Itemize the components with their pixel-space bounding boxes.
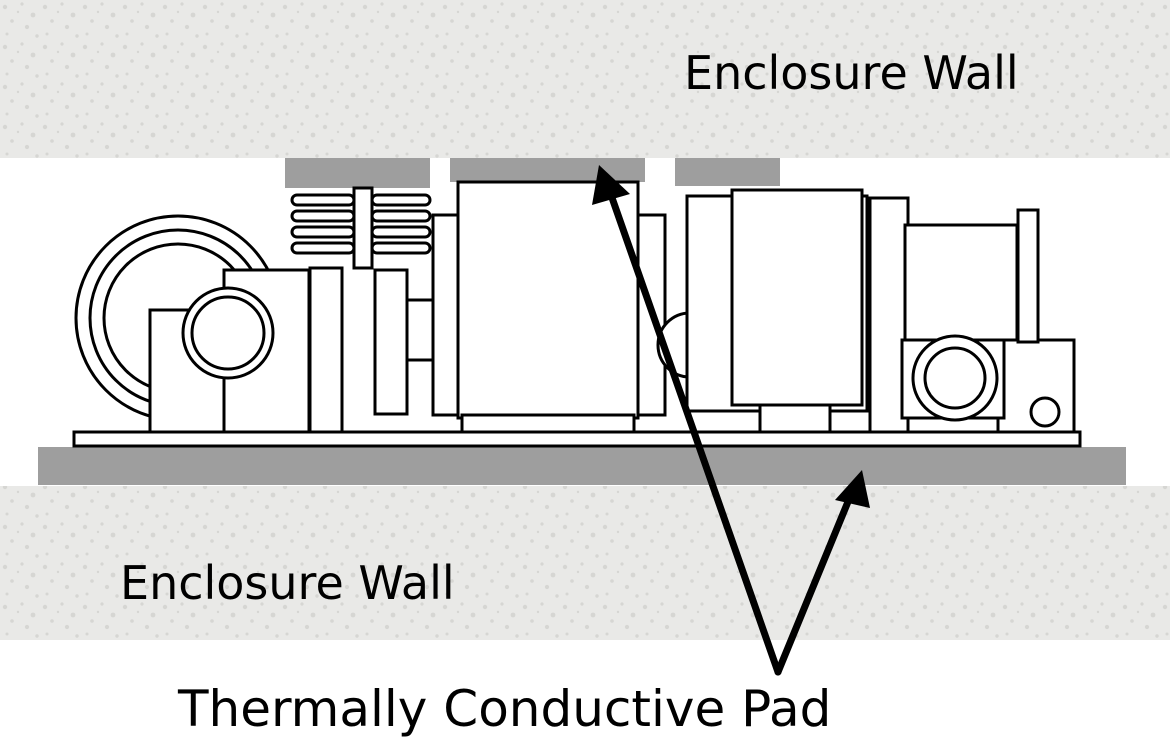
diode-block	[373, 268, 409, 416]
arrowhead-top	[592, 165, 630, 205]
callout-arrows	[606, 188, 856, 676]
thermal-pad-bottom	[38, 447, 1126, 485]
arrow-to-top-pad	[606, 188, 782, 676]
thermal-pad-label: Thermally Conductive Pad	[178, 680, 832, 738]
enclosure-wall-top-label: Enclosure Wall	[684, 46, 1019, 100]
small-round-component	[1029, 396, 1061, 428]
mosfet-left	[308, 266, 344, 434]
arrowhead-bottom	[835, 470, 870, 508]
circuit-board-assembly	[72, 180, 1082, 448]
electrolytic-capacitor	[181, 286, 275, 380]
thermal-pad-top-2	[450, 158, 645, 182]
heatsink	[290, 186, 432, 270]
enclosure-wall-bottom-label: Enclosure Wall	[120, 556, 455, 610]
enclosure-wall-top	[0, 0, 1170, 158]
arrow-to-bottom-pad	[774, 488, 856, 676]
thermal-pad-top-3	[675, 158, 780, 186]
enclosure-wall-bottom	[0, 486, 1170, 640]
pcb-board	[72, 430, 1082, 448]
secondary-transformer	[730, 188, 864, 407]
output-block	[903, 223, 1019, 349]
thermal-pad-top-1	[285, 158, 430, 188]
bobbin-post	[405, 298, 435, 362]
main-transformer	[456, 180, 640, 420]
